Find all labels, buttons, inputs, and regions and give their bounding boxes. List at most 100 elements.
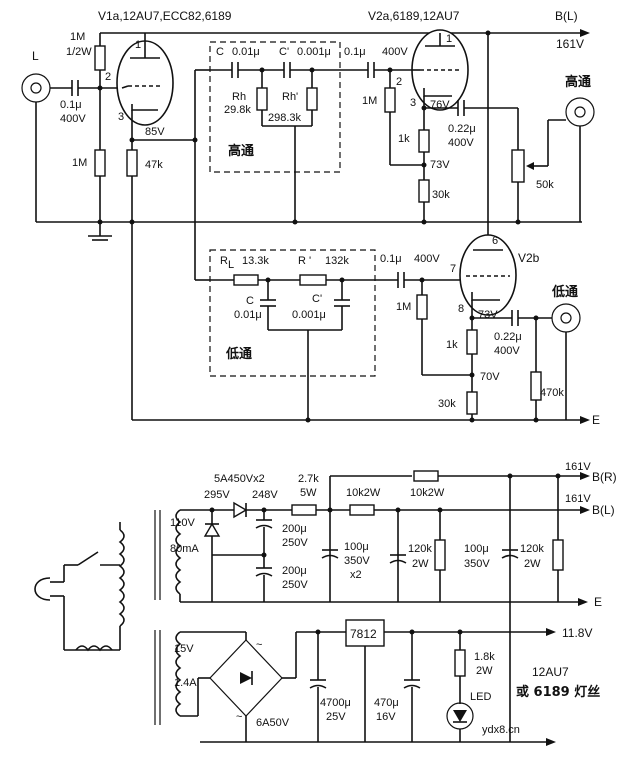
v1a-pin3: 3	[118, 111, 124, 123]
lp-out-cap-value: 0.22μ	[494, 331, 522, 343]
resistor-120k-b	[552, 539, 564, 571]
lp-output-jack-label: 低通	[551, 284, 578, 300]
resistor-hp-1k	[418, 129, 430, 153]
lp-output-jack-icon	[551, 303, 581, 333]
cap-100a-count: x2	[350, 569, 362, 581]
cap-200a-voltage: 250V	[282, 537, 308, 549]
bl-top-label: B(L)	[555, 9, 578, 23]
transformer-primary-icon	[118, 529, 125, 627]
hp-r-30k-label: 30k	[432, 189, 450, 201]
r-1m-watt: 1/2W	[66, 46, 92, 58]
r-1m-label: 1M	[70, 31, 85, 43]
v2b-pin7: 7	[450, 263, 456, 275]
hp-output-jack-icon	[565, 97, 595, 127]
rhp-label: Rh'	[282, 91, 298, 103]
lp-v70: 70V	[480, 371, 500, 383]
bl-top-voltage: 161V	[556, 37, 584, 51]
transformer-heater-secondary	[175, 631, 182, 717]
transformer-hv-secondary	[175, 509, 182, 595]
tx-110v: 110V	[170, 517, 196, 529]
lp-r-value: 132k	[325, 255, 349, 267]
lp-r-label: R '	[298, 255, 311, 267]
hp-c-value: 0.01μ	[232, 46, 260, 58]
resistor-lp-grid-1m	[416, 294, 428, 320]
lp-out-cap-voltage: 400V	[494, 345, 520, 357]
rh-label: Rh	[232, 91, 246, 103]
resistor-lp-1k	[466, 329, 478, 355]
lp-r-470k-label: 470k	[540, 387, 564, 399]
input-cap-value: 0.1μ	[60, 99, 82, 111]
v2a-pin3: 3	[410, 97, 416, 109]
v1a-label: V1a,12AU7,ECC82,6189	[98, 9, 232, 23]
lp-cp-label: C'	[312, 293, 322, 305]
psu-295v: 295V	[204, 489, 230, 501]
diode-label: 5A450Vx2	[214, 473, 265, 485]
resistor-1m-half-w	[94, 45, 106, 71]
cap-100b-value: 100μ	[464, 543, 489, 555]
regulator-7812-icon	[345, 619, 385, 647]
lp-r-1k-label: 1k	[446, 339, 458, 351]
r120b-watt: 2W	[524, 558, 541, 570]
hp-v73: 73V	[430, 159, 450, 171]
lp-400v: 400V	[414, 253, 440, 265]
v1a-pin1: 1	[135, 39, 141, 51]
hp-r-grid-label: 1M	[362, 95, 377, 107]
mains-plug-icon	[34, 577, 51, 601]
v1a-cathode-voltage: 85V	[145, 126, 165, 138]
cap-470-voltage: 16V	[376, 711, 396, 723]
resistor-lp-30k	[466, 391, 478, 415]
psu-r27k: 2.7k	[298, 473, 319, 485]
resistor-hp-grid-1m	[384, 87, 396, 113]
cap-200b-voltage: 250V	[282, 579, 308, 591]
cap-200a-value: 200μ	[282, 523, 307, 535]
lp-rl-sub: L	[228, 259, 234, 271]
input-jack-l-icon	[21, 73, 51, 103]
resistor-10k-a	[349, 504, 375, 516]
arrow-icon	[580, 29, 590, 37]
r-grid-label: 1M	[72, 157, 87, 169]
psu-r27k-w: 5W	[300, 487, 317, 499]
cap-200b-value: 200μ	[282, 565, 307, 577]
r-cathode-label: 47k	[145, 159, 163, 171]
resistor-120k-a	[434, 539, 446, 571]
hp-out-cap-voltage: 400V	[448, 137, 474, 149]
input-cap-voltage: 400V	[60, 113, 86, 125]
br-supply-label: B(R)	[592, 470, 617, 484]
r120a-watt: 2W	[412, 558, 429, 570]
lp-rl-label: R	[220, 255, 228, 267]
tx-15v: 15V	[174, 643, 194, 655]
v2a-label: V2a,6189,12AU7	[368, 9, 460, 23]
hp-output-jack-label: 高通	[565, 74, 591, 90]
lp-cp-value: 0.001μ	[292, 309, 326, 321]
r120a-label: 120k	[408, 543, 432, 555]
v11-8-label: 11.8V	[562, 626, 592, 640]
hp-cp-label: C'	[279, 46, 289, 58]
lp-r-grid-label: 1M	[396, 301, 411, 313]
resistor-rl	[233, 274, 259, 286]
hp-c-label: C	[216, 46, 224, 58]
resistor-rh-prime	[306, 87, 318, 111]
hp-cp-value: 0.001μ	[297, 46, 331, 58]
transformer-primary-lead	[75, 645, 113, 652]
v2b-pin8: 8	[458, 303, 464, 315]
resistor-10k-b	[413, 470, 439, 482]
cap-100a-value: 100μ	[344, 541, 369, 553]
tube-v2b-icon	[459, 234, 517, 316]
watermark: ydx8.cn	[482, 724, 520, 736]
bridge-ac-b: ~	[236, 711, 242, 723]
potentiometer-50k	[511, 149, 525, 183]
hp-filter-name: 高通	[228, 143, 254, 159]
v2a-pin2: 2	[396, 76, 402, 88]
rh-value: 29.8k	[224, 104, 251, 116]
hp-coupling-cap-value: 0.1μ	[344, 46, 366, 58]
cap-100a-voltage: 350V	[344, 555, 370, 567]
v2b-label: V2b	[518, 251, 540, 265]
resistor-grid-1m	[94, 149, 106, 177]
lp-r-30k-label: 30k	[438, 398, 456, 410]
bl-supply-label: B(L)	[592, 503, 615, 517]
resistor-2-7k	[291, 504, 317, 516]
hp-plate-voltage: 400V	[382, 46, 408, 58]
diode-shunt-icon	[203, 522, 221, 537]
tx-80ma: 80mA	[170, 543, 199, 555]
